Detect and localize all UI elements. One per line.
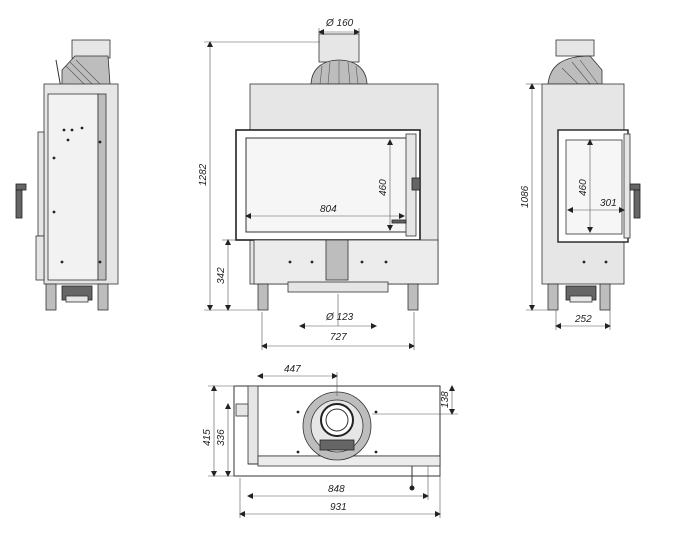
handle-right [629, 183, 641, 191]
dim-body-width: 727 [330, 332, 347, 343]
dimension-lines [204, 28, 625, 518]
handle-left [15, 183, 27, 191]
dim-side-depth: 252 [574, 314, 592, 325]
dim-top-depth-total: 415 [202, 429, 213, 446]
dim-top-width-total: 931 [330, 502, 347, 513]
flue-pipe-front [310, 33, 368, 85]
dim-flue-diameter: Ø 160 [325, 18, 354, 29]
dim-glass-height: 460 [378, 179, 389, 196]
dim-top-offset: 447 [284, 364, 301, 375]
dim-side-glass-height: 460 [578, 179, 589, 196]
dim-base-height: 342 [216, 267, 227, 284]
flue-top [302, 391, 372, 461]
dim-total-height: 1282 [198, 163, 209, 186]
air-intake [325, 239, 349, 281]
door-handle [411, 177, 421, 191]
dim-side-glass-width: 301 [600, 198, 617, 209]
dim-top-depth-front: 138 [440, 391, 451, 408]
dim-side-height: 1086 [520, 185, 531, 208]
front-view [235, 33, 439, 311]
flue-pipe-right [547, 39, 603, 85]
dim-air-inlet-diameter: Ø 123 [325, 312, 354, 323]
dim-glass-width: 804 [320, 204, 337, 215]
dim-top-depth-inner: 336 [216, 429, 227, 446]
leg [45, 283, 57, 311]
dimension-labels: Ø 160 1282 460 804 342 Ø 123 727 1086 46… [198, 18, 617, 513]
side-view-right [541, 39, 641, 311]
dim-top-width-inner: 848 [328, 484, 345, 495]
top-view [233, 385, 441, 491]
side-view-left [15, 39, 119, 311]
